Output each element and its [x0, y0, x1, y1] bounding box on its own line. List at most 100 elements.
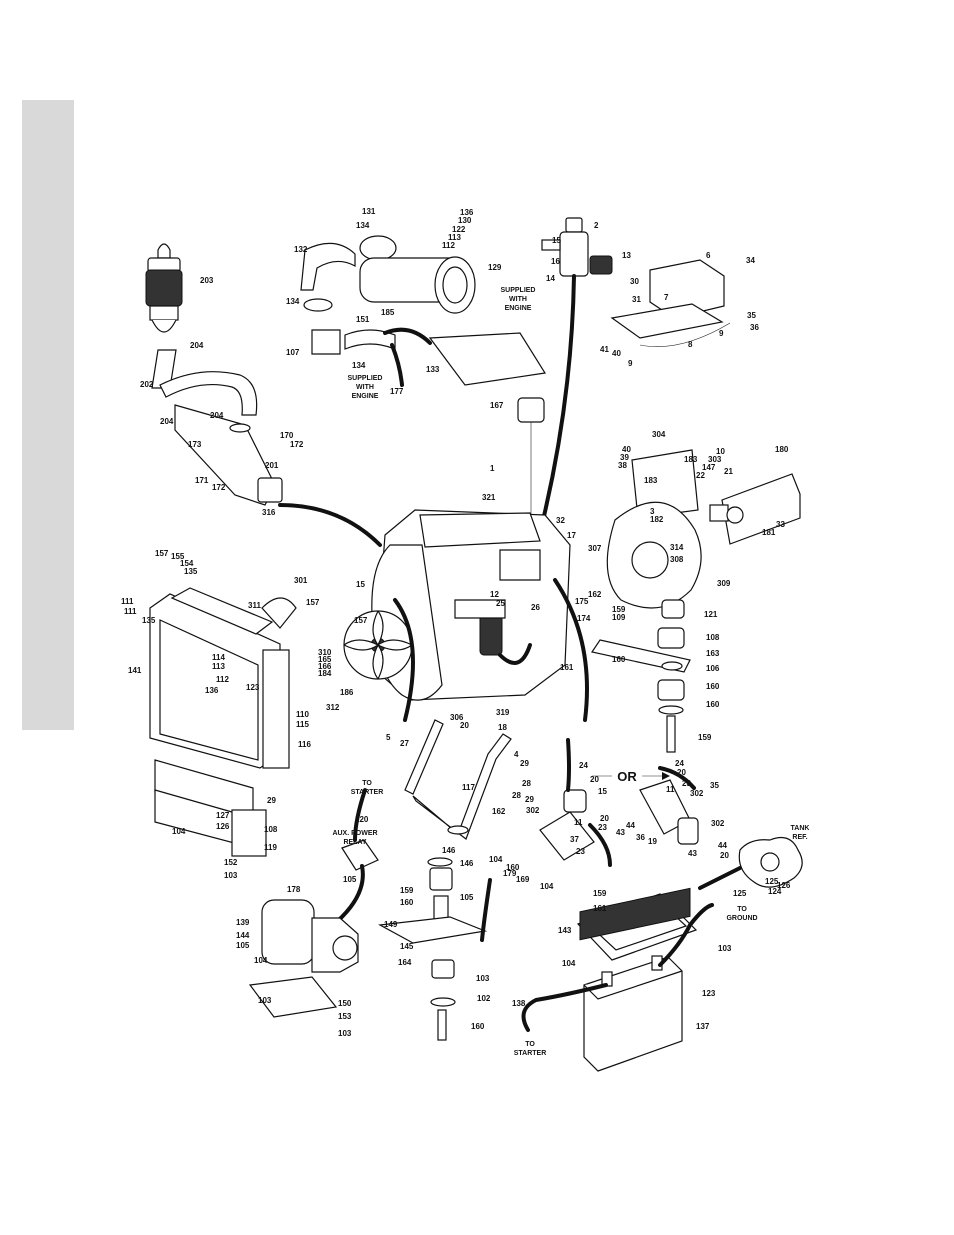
callout-159: 159 — [400, 886, 414, 895]
callout-302: 302 — [526, 806, 540, 815]
callout-135: 135 — [142, 616, 156, 625]
radiator-support — [154, 759, 267, 857]
svg-text:GROUND: GROUND — [726, 915, 757, 922]
switch-right — [639, 766, 699, 845]
callout-161: 161 — [593, 904, 607, 913]
callout-306: 306 — [450, 713, 464, 722]
callout-183: 183 — [684, 455, 698, 464]
callout-110: 110 — [296, 710, 309, 719]
callout-38: 38 — [618, 461, 627, 470]
callout-22: 22 — [696, 471, 705, 480]
callout-160: 160 — [400, 898, 414, 907]
callout-186: 186 — [340, 688, 354, 697]
callout-1: 1 — [490, 464, 495, 473]
callout-28: 28 — [512, 791, 521, 800]
callout-177: 177 — [390, 387, 404, 396]
callout-18: 18 — [498, 723, 507, 732]
callout-105: 105 — [460, 893, 474, 902]
intake-pipe — [151, 349, 283, 506]
callout-121: 121 — [704, 610, 718, 619]
callout-104: 104 — [562, 959, 576, 968]
callout-124: 124 — [768, 887, 782, 896]
callout-302: 302 — [711, 819, 725, 828]
callout-303: 303 — [708, 455, 722, 464]
or-label: OR — [617, 769, 637, 784]
callout-103: 103 — [338, 1029, 352, 1038]
callout-136: 136 — [460, 208, 474, 217]
callout-120: 120 — [355, 815, 369, 824]
air-cleaner — [300, 235, 546, 387]
callout-28: 28 — [522, 779, 531, 788]
callout-302: 302 — [690, 789, 704, 798]
callout-9: 9 — [719, 329, 724, 338]
callout-157: 157 — [354, 616, 368, 625]
callout-171: 171 — [195, 476, 209, 485]
callout-301: 301 — [294, 576, 308, 585]
callout-178: 178 — [287, 885, 301, 894]
side-tab — [22, 100, 74, 730]
callout-312: 312 — [326, 703, 340, 712]
callout-43: 43 — [616, 828, 625, 837]
callout-152: 152 — [224, 858, 238, 867]
callout-132: 132 — [294, 245, 308, 254]
callout-172: 172 — [212, 483, 226, 492]
svg-text:AUX. POWER: AUX. POWER — [332, 830, 377, 837]
callout-182: 182 — [650, 515, 664, 524]
callout-169: 169 — [516, 875, 530, 884]
callout-24: 24 — [675, 759, 684, 768]
callout-29: 29 — [267, 796, 276, 805]
annotation-to-starter-bottom: TO STARTER — [514, 1041, 547, 1057]
mount-stack-right — [591, 599, 691, 753]
callout-181: 181 — [762, 528, 776, 537]
callout-201: 201 — [265, 461, 279, 470]
callout-160: 160 — [471, 1022, 485, 1031]
callout-5: 5 — [386, 733, 391, 742]
callout-143: 143 — [558, 926, 572, 935]
svg-text:WITH: WITH — [356, 384, 374, 391]
callout-111: 111 — [121, 597, 134, 606]
callout-29: 29 — [520, 759, 529, 768]
annotation-supplied-mid: SUPPLIED WITH ENGINE — [347, 375, 382, 400]
callout-103: 103 — [476, 974, 490, 983]
callout-108: 108 — [264, 825, 278, 834]
callout-20: 20 — [677, 768, 686, 777]
callout-160: 160 — [706, 700, 720, 709]
callout-146: 146 — [442, 846, 456, 855]
callout-309: 309 — [717, 579, 731, 588]
callout-104: 104 — [540, 882, 554, 891]
callout-162: 162 — [588, 590, 602, 599]
battery — [521, 887, 714, 1072]
callout-130: 130 — [458, 216, 472, 225]
callout-144: 144 — [236, 931, 250, 940]
callout-6: 6 — [706, 251, 711, 260]
callout-141: 141 — [128, 666, 142, 675]
callout-134: 134 — [286, 297, 300, 306]
callout-8: 8 — [688, 340, 693, 349]
callout-113: 113 — [448, 233, 461, 242]
callout-20: 20 — [600, 814, 609, 823]
callout-36: 36 — [750, 323, 759, 332]
svg-text:TANK: TANK — [791, 825, 810, 832]
callout-102: 102 — [477, 994, 491, 1003]
callout-10: 10 — [716, 447, 725, 456]
callout-204: 204 — [210, 411, 224, 420]
callout-23: 23 — [576, 847, 585, 856]
callout-104: 104 — [489, 855, 503, 864]
callout-166: 166 — [318, 662, 332, 671]
callout-107: 107 — [286, 348, 300, 357]
callout-319: 319 — [496, 708, 510, 717]
callout-106: 106 — [706, 664, 720, 673]
callout-162: 162 — [492, 807, 506, 816]
callout-127: 127 — [216, 811, 230, 820]
fan — [343, 598, 415, 722]
callout-310: 310 — [318, 648, 332, 657]
svg-text:TO: TO — [362, 780, 372, 787]
callout-23: 23 — [598, 823, 607, 832]
callout-146: 146 — [460, 859, 474, 868]
callout-29: 29 — [525, 795, 534, 804]
callout-157: 157 — [155, 549, 169, 558]
callout-40: 40 — [612, 349, 621, 358]
callout-43: 43 — [688, 849, 697, 858]
